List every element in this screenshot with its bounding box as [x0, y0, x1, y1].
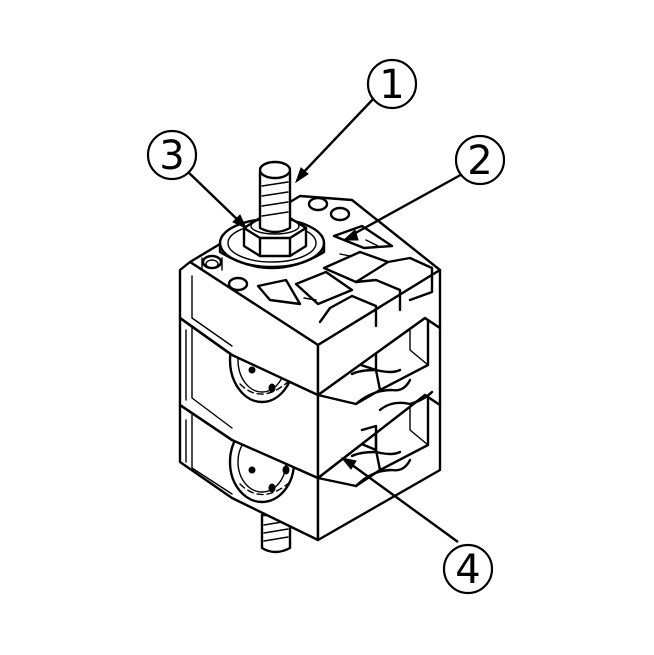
callout-2-label: 2 — [467, 138, 492, 184]
threaded-rod — [258, 160, 292, 234]
callout-2: 2 — [454, 134, 506, 186]
callout-4-label: 4 — [455, 547, 480, 593]
callout-1-label: 1 — [379, 62, 404, 108]
callout-3: 3 — [146, 129, 198, 181]
callout-3-label: 3 — [159, 133, 184, 179]
leader-lines — [185, 95, 467, 543]
callout-4: 4 — [442, 543, 494, 595]
callout-1: 1 — [366, 58, 418, 110]
rod-bottom-stub — [260, 513, 292, 554]
